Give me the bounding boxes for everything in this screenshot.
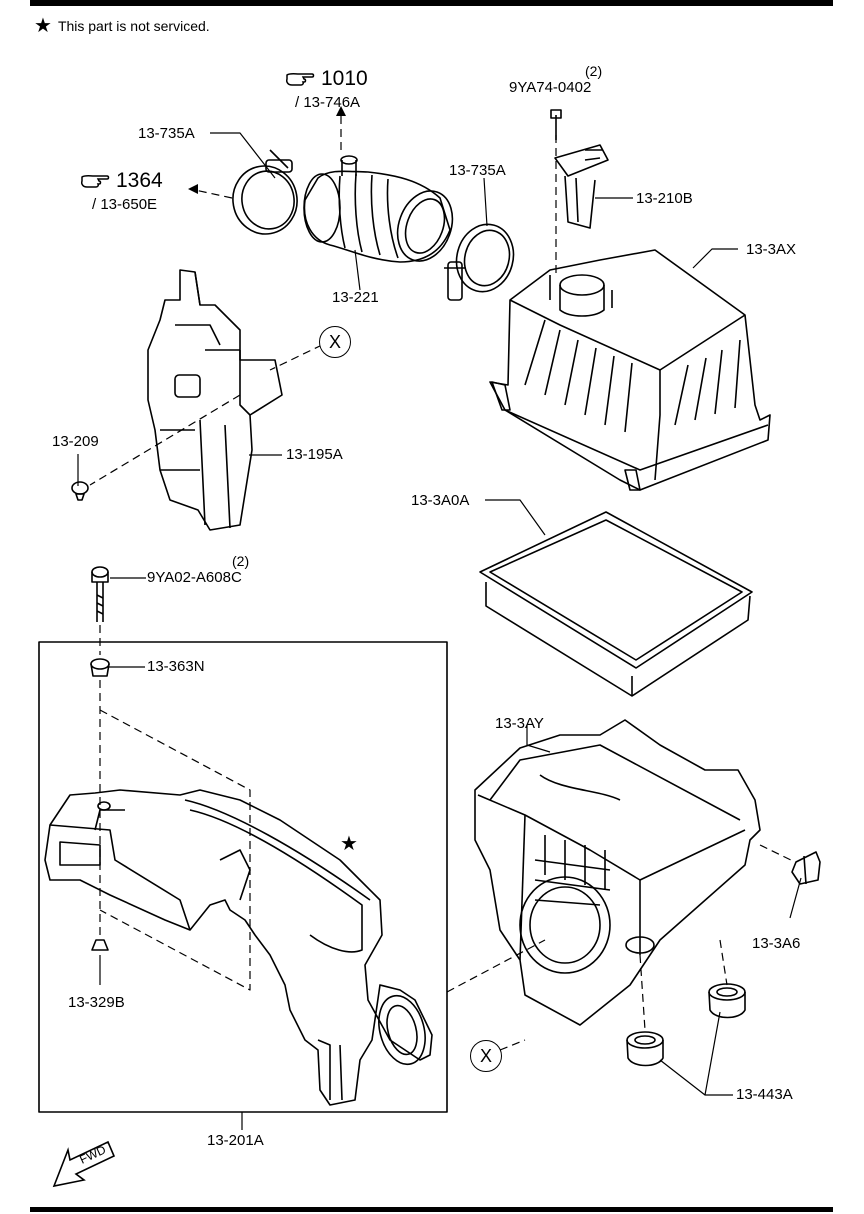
ref-1364[interactable]: 1364 [80, 170, 163, 192]
grommet-drawing [90, 658, 110, 677]
label-13-735a-right[interactable]: 13-735A [449, 162, 506, 179]
label-13-3ay[interactable]: 13-3AY [495, 715, 544, 732]
connection-callout-x-top: X [319, 326, 351, 358]
resonator-drawing [44, 789, 433, 1106]
bolt-drawing [91, 566, 109, 622]
label-13-201a[interactable]: 13-201A [207, 1132, 264, 1149]
label-13-3a6[interactable]: 13-3A6 [752, 935, 801, 952]
label-13-3ax[interactable]: 13-3AX [746, 241, 797, 258]
star-icon: ★ [340, 833, 358, 855]
qty-9ya74: (2) [585, 63, 603, 79]
label-13-210b[interactable]: 13-210B [636, 190, 693, 207]
air-cleaner-cover-drawing [489, 249, 771, 491]
label-13-221[interactable]: 13-221 [332, 289, 379, 306]
rubber-mount-drawing [626, 983, 746, 1067]
label-13-735a-left[interactable]: 13-735A [138, 125, 195, 142]
leader-lines [77, 132, 802, 1130]
ref-1364-number: 1364 [116, 169, 163, 192]
ref-1364-sub: / 13-650E [92, 196, 158, 213]
pointing-hand-icon [81, 175, 110, 188]
label-13-363n[interactable]: 13-363N [147, 658, 205, 675]
label-13-195a[interactable]: 13-195A [286, 446, 343, 463]
clip-13-329b-drawing [91, 939, 109, 951]
intake-hose-drawing [303, 155, 454, 263]
forward-arrow-icon: FWD [52, 1140, 116, 1188]
air-filter-element-drawing [479, 511, 753, 697]
pointing-hand-icon [286, 73, 315, 86]
label-13-209[interactable]: 13-209 [52, 433, 99, 450]
star-icon: ★ [34, 15, 52, 37]
label-13-3a0a[interactable]: 13-3A0A [411, 492, 470, 509]
resonator-group-box [38, 641, 448, 1113]
air-cleaner-case-drawing [474, 719, 761, 1026]
fresh-air-duct-drawing [147, 269, 283, 531]
star-marker-shape [346, 842, 352, 846]
arrow-heads [188, 106, 346, 194]
hose-clamp-left-drawing [232, 149, 298, 235]
label-9ya02-a608c[interactable]: 9YA02-A608C [147, 569, 242, 586]
top-border [30, 0, 833, 6]
ref-1010-number: 1010 [321, 67, 368, 90]
hose-clamp-right-drawing [444, 223, 515, 301]
label-13-443a[interactable]: 13-443A [736, 1086, 793, 1103]
fwd-text: FWD [77, 1142, 108, 1166]
label-9ya74-0402[interactable]: 9YA74-0402 [509, 79, 592, 96]
connection-callout-x-bottom: X [470, 1040, 502, 1072]
bottom-border [30, 1207, 833, 1212]
not-serviced-note: ★ This part is not serviced. [34, 15, 210, 37]
airflow-sensor-drawing [550, 109, 609, 229]
note-text: This part is not serviced. [57, 18, 210, 34]
bracket-13-3a6-drawing [791, 851, 821, 885]
ref-1010-sub: / 13-746A [295, 94, 361, 111]
label-13-329b[interactable]: 13-329B [68, 994, 125, 1011]
dashed-leaders [89, 110, 796, 1051]
clip-13-209-drawing [71, 481, 89, 501]
qty-9ya02: (2) [232, 553, 250, 569]
ref-1010[interactable]: 1010 [285, 68, 368, 90]
